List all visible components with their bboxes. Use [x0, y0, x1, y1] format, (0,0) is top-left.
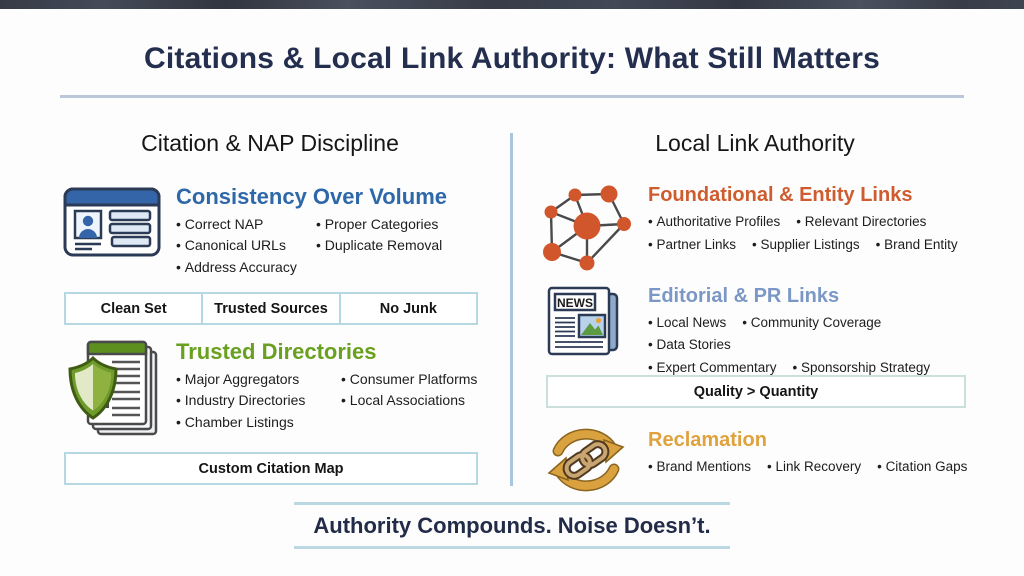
news-label: NEWS — [557, 296, 593, 310]
section-foundational: Foundational & Entity Links Authoritativ… — [536, 181, 972, 278]
bullet-item: Industry Directories — [176, 393, 331, 409]
bullet-item: Supplier Listings — [752, 237, 860, 253]
section-directories: Trusted Directories Major Aggregators Co… — [60, 336, 482, 444]
left-column-heading: Citation & NAP Discipline — [141, 130, 399, 156]
top-artifact-strip — [0, 0, 1024, 9]
editorial-title: Editorial & PR Links — [648, 285, 840, 307]
foundational-title: Foundational & Entity Links — [648, 184, 913, 206]
bullet-item: Community Coverage — [742, 315, 882, 331]
bullet-item: Local Associations — [341, 393, 477, 409]
link-reclaim-cycle-icon — [536, 422, 636, 498]
chip-trusted-sources: Trusted Sources — [203, 292, 341, 325]
directories-title: Trusted Directories — [176, 339, 377, 364]
foundational-bullets-row-1: Authoritative Profiles Relevant Director… — [648, 214, 958, 230]
bullet-item: Local News — [648, 315, 726, 331]
consistency-title: Consistency Over Volume — [176, 184, 448, 209]
network-graph-icon — [536, 181, 636, 278]
bullet-item: Major Aggregators — [176, 371, 331, 387]
section-reclamation: Reclamation Brand Mentions Link Recovery… — [536, 422, 972, 498]
bullet-item: Relevant Directories — [796, 214, 927, 230]
bullet-item: Sponsorship Strategy — [793, 360, 930, 376]
chip-no-junk: No Junk — [340, 292, 478, 325]
bullet-item: Proper Categories — [316, 216, 447, 232]
reclamation-title: Reclamation — [648, 429, 767, 451]
reclamation-bullets-row: Brand Mentions Link Recovery Citation Ga… — [648, 459, 968, 475]
editorial-bullets-row-1: Local News Community Coverage Data Stori… — [648, 315, 972, 353]
contact-card-icon — [60, 181, 164, 261]
bullet-item: Consumer Platforms — [341, 371, 478, 387]
bullet-item: Link Recovery — [767, 459, 862, 475]
bullet-item: Chamber Listings — [176, 414, 331, 430]
editorial-bullets-row-2: Expert Commentary Sponsorship Strategy — [648, 360, 972, 376]
bullet-item: Correct NAP — [176, 216, 306, 232]
right-column-heading: Local Link Authority — [655, 130, 855, 156]
chip-clean-set: Clean Set — [64, 292, 204, 325]
bullet-item: Expert Commentary — [648, 360, 776, 376]
bullet-item: Duplicate Removal — [316, 238, 447, 254]
section-consistency: Consistency Over Volume Correct NAP Prop… — [60, 181, 482, 275]
bullet-item: Authoritative Profiles — [648, 214, 780, 230]
custom-citation-map-bar: Custom Citation Map — [64, 452, 478, 485]
principles-chip-row: Clean Set Trusted Sources No Junk — [64, 292, 478, 325]
bullet-item: Canonical URLs — [176, 238, 306, 254]
bullet-item: Partner Links — [648, 237, 736, 253]
title-divider — [60, 95, 964, 98]
consistency-bullets: Correct NAP Proper Categories Canonical … — [176, 216, 447, 275]
section-editorial: NEWS Editorial & PR Links Local News Com… — [536, 282, 972, 384]
page-title: Citations & Local Link Authority: What S… — [144, 42, 880, 75]
directories-bullets: Major Aggregators Consumer Platforms Ind… — [176, 371, 478, 430]
bullet-item: Brand Mentions — [648, 459, 751, 475]
bullet-item: Citation Gaps — [877, 459, 968, 475]
bullet-item: Data Stories — [648, 337, 730, 353]
newspaper-icon: NEWS — [536, 282, 636, 362]
bullet-item: Brand Entity — [876, 237, 958, 253]
foundational-bullets-row-2: Partner Links Supplier Listings Brand En… — [648, 237, 958, 253]
footer-tagline: Authority Compounds. Noise Doesn’t. — [294, 502, 730, 549]
quality-quantity-bar: Quality > Quantity — [546, 375, 966, 408]
shield-documents-icon — [60, 336, 164, 444]
bullet-item: Address Accuracy — [176, 259, 306, 275]
column-divider — [510, 133, 513, 486]
